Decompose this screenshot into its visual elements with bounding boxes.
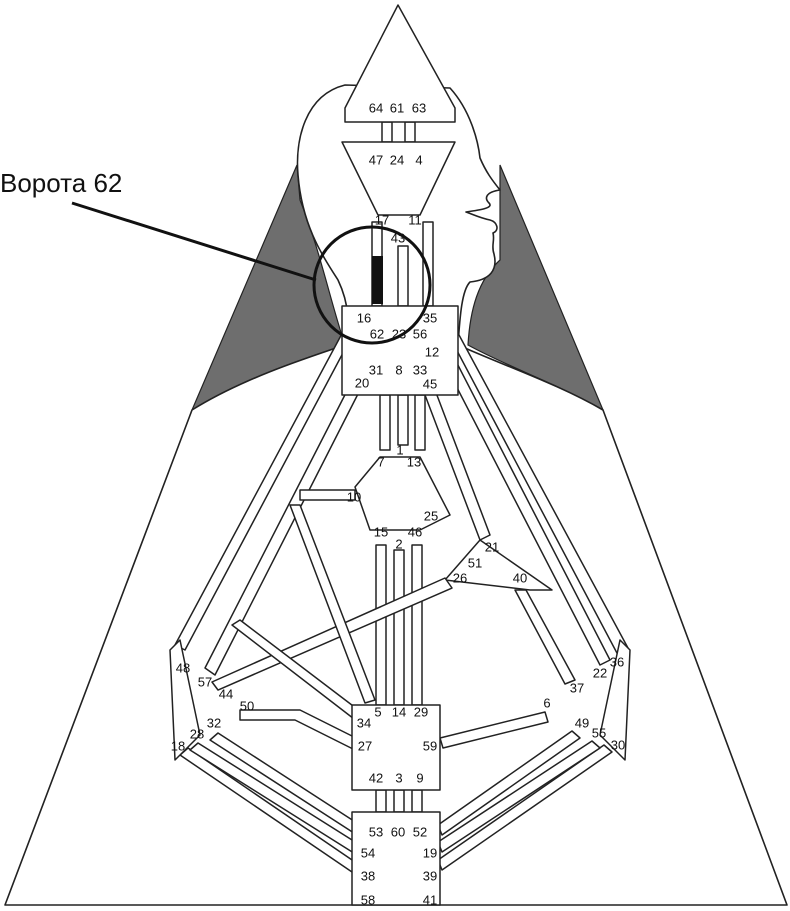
gate-32-label: 32 <box>207 716 221 731</box>
gate-62-activation <box>372 256 383 304</box>
channels <box>169 121 631 873</box>
heart-center <box>444 539 553 591</box>
gate-36-label: 36 <box>610 655 624 670</box>
gate-27-label: 27 <box>358 739 372 754</box>
gate-61-label: 61 <box>390 101 404 116</box>
g-center <box>354 456 451 531</box>
gate-35-label: 35 <box>423 311 437 326</box>
gate-20-label: 20 <box>355 376 369 391</box>
gate-labels: 64 61 63 47 24 4 17 11 43 16 62 23 56 35… <box>171 101 625 908</box>
ajna-center <box>341 141 456 216</box>
gate-29-label: 29 <box>414 705 428 720</box>
channel-9-52 <box>411 789 423 813</box>
channel-42-53 <box>375 789 387 813</box>
gate-44-label: 44 <box>219 687 233 702</box>
gate-9-label: 9 <box>416 771 423 786</box>
gate-41-label: 41 <box>423 893 437 908</box>
gate-22-label: 22 <box>593 666 607 681</box>
callout-pointer <box>71 201 317 282</box>
gate-37-label: 37 <box>570 681 584 696</box>
gate-40-label: 40 <box>513 571 527 586</box>
gate-53-label: 53 <box>369 825 383 840</box>
gate-10-label: 10 <box>347 490 361 505</box>
gate-14-label: 14 <box>392 705 406 720</box>
gate-60-label: 60 <box>391 825 405 840</box>
channel-10 <box>299 489 356 501</box>
gate-23-label: 23 <box>392 327 406 342</box>
head-center <box>344 4 456 123</box>
gate-6-label: 6 <box>543 696 550 711</box>
channel-43-23 <box>397 245 409 307</box>
gate-57-label: 57 <box>198 675 212 690</box>
gate-43-label: 43 <box>391 231 405 246</box>
gate-4-label: 4 <box>415 153 422 168</box>
root-center <box>351 811 441 906</box>
gate-59-label: 59 <box>423 739 437 754</box>
channel-15-5 <box>375 544 387 706</box>
gate-18-label: 18 <box>171 739 185 754</box>
sacral-center <box>351 704 441 791</box>
gate-46-label: 46 <box>408 525 422 540</box>
gate-39-label: 39 <box>423 869 437 884</box>
gate-1-label: 1 <box>396 443 403 458</box>
channel-6-59 <box>439 711 549 749</box>
throat-center <box>341 305 459 396</box>
gate-34-label: 34 <box>357 716 371 731</box>
gate-47-label: 47 <box>369 153 383 168</box>
gate-15-label: 15 <box>374 525 388 540</box>
channel-64-47 <box>381 121 393 143</box>
channel-3-60 <box>393 789 405 813</box>
callout-label: Ворота 62 <box>0 168 122 198</box>
gate-49-label: 49 <box>575 716 589 731</box>
gate-21-label: 21 <box>485 540 499 555</box>
channel-40-37 <box>514 589 576 685</box>
gate-31-label: 31 <box>369 363 383 378</box>
channel-10-34 <box>289 504 376 704</box>
spleen-center <box>169 639 201 761</box>
callout-circle <box>312 225 432 345</box>
gate-24-label: 24 <box>390 153 404 168</box>
gate-8-label: 8 <box>395 363 402 378</box>
gate-45-label: 45 <box>423 377 437 392</box>
gate-42-label: 42 <box>369 771 383 786</box>
channel-26-44 <box>211 577 453 691</box>
gate-38-label: 38 <box>361 869 375 884</box>
channel-8-1 <box>397 394 409 446</box>
gate-19-label: 19 <box>423 846 437 861</box>
channel-33-13 <box>414 394 426 451</box>
gate-64-label: 64 <box>369 101 383 116</box>
gate-48-label: 48 <box>176 661 190 676</box>
gate-62-label: 62 <box>370 327 384 342</box>
gate-2-label: 2 <box>395 537 402 552</box>
gate-28-label: 28 <box>190 727 204 742</box>
gate-3-label: 3 <box>395 771 402 786</box>
gate-56-label: 56 <box>413 327 427 342</box>
gate-12-label: 12 <box>425 345 439 360</box>
gate-17-label: 17 <box>375 213 389 228</box>
gate-26-label: 26 <box>453 571 467 586</box>
gate-54-label: 54 <box>361 846 375 861</box>
gate-55-label: 55 <box>592 726 606 741</box>
gate-51-label: 51 <box>468 556 482 571</box>
channel-46-29 <box>411 544 423 706</box>
gate-5-label: 5 <box>374 705 381 720</box>
gate-58-label: 58 <box>361 893 375 908</box>
solar-plexus-center <box>599 639 631 761</box>
gate-52-label: 52 <box>413 825 427 840</box>
gate-25-label: 25 <box>424 509 438 524</box>
channel-2-14 <box>393 549 405 706</box>
gate-30-label: 30 <box>611 738 625 753</box>
gate-50-label: 50 <box>240 699 254 714</box>
gate-11-label: 11 <box>408 213 422 228</box>
channel-31-7 <box>379 394 391 451</box>
gate-7-label: 7 <box>377 455 384 470</box>
gate-63-label: 63 <box>412 101 426 116</box>
gate-16-label: 16 <box>357 311 371 326</box>
channel-61-24 <box>404 121 416 143</box>
gate-13-label: 13 <box>407 455 421 470</box>
gate-33-label: 33 <box>413 363 427 378</box>
